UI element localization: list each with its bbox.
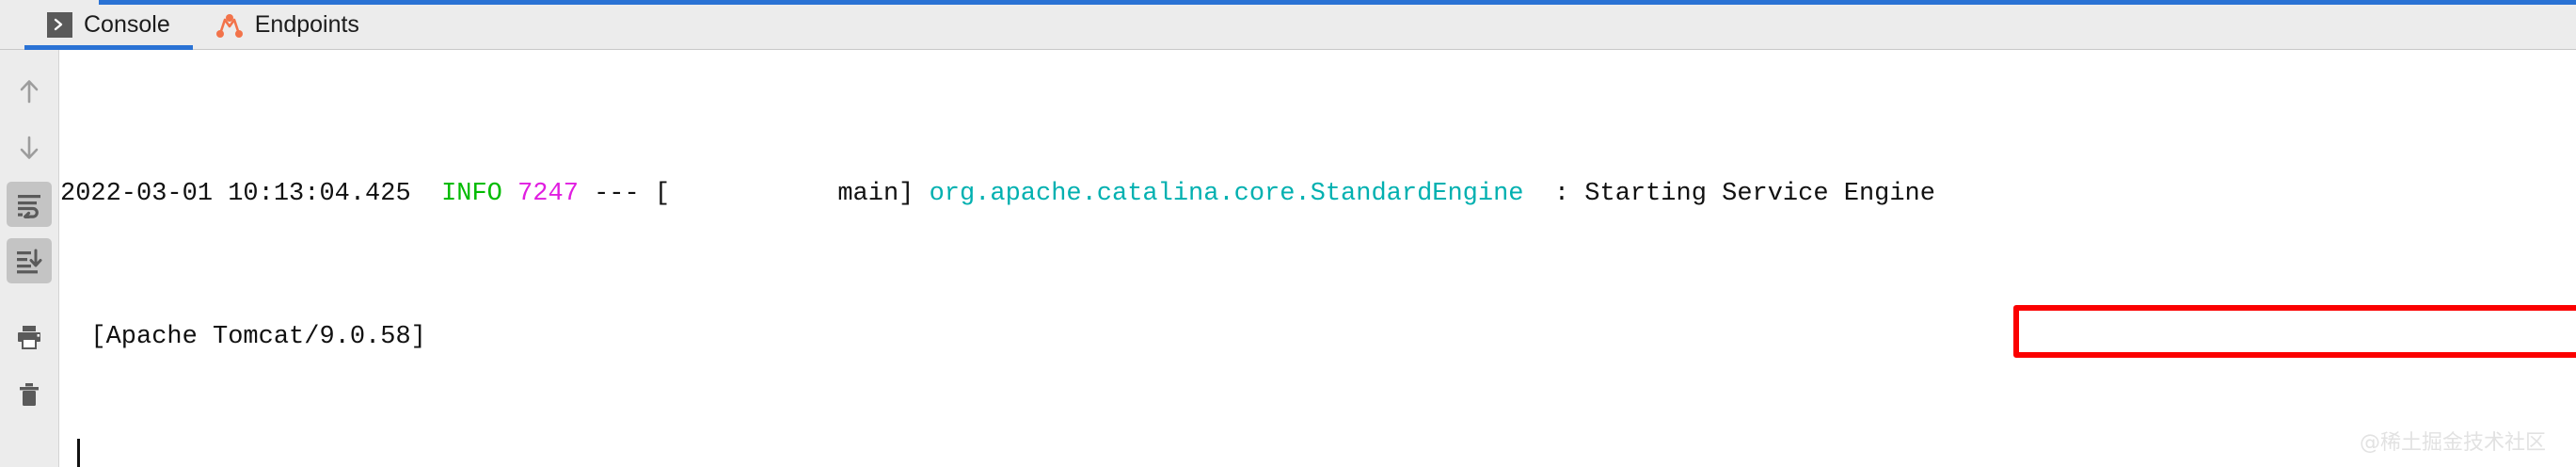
endpoints-graph-icon xyxy=(215,11,244,38)
log-separator: --- [ xyxy=(594,180,671,208)
console-output-area[interactable]: 2022-03-01 10:13:04.425 INFO 7247 --- [ … xyxy=(60,50,2576,467)
log-pid: 7247 xyxy=(517,180,579,208)
tool-window-tabbar: Console Endpoints xyxy=(0,0,2576,50)
console-chevron-icon xyxy=(47,11,72,38)
tab-endpoints[interactable]: Endpoints xyxy=(193,0,382,50)
log-logger: org.apache.catalina.core.StandardEngine xyxy=(929,180,1524,208)
tab-endpoints-label: Endpoints xyxy=(254,10,359,38)
watermark: @稀土掘金技术社区 xyxy=(2359,431,2546,455)
printer-icon[interactable] xyxy=(7,315,52,361)
log-level: INFO xyxy=(441,180,502,208)
log-message: : Starting Service Engine xyxy=(1553,180,1935,208)
log-line: 2022-03-01 10:13:04.425 INFO 7247 --- [ … xyxy=(60,176,2576,212)
console-side-toolbar xyxy=(0,50,59,467)
arrow-up-icon[interactable] xyxy=(7,69,52,114)
log-line-continuation: [Apache Tomcat/9.0.58] xyxy=(60,319,2576,355)
tabbar-accent-line xyxy=(99,0,2576,5)
log-text: 2022-03-01 10:13:04.425 INFO 7247 --- [ … xyxy=(60,50,2576,467)
log-thread: main] xyxy=(670,180,914,208)
tab-console-label: Console xyxy=(84,10,170,38)
soft-wrap-icon[interactable] xyxy=(7,182,52,227)
arrow-down-icon[interactable] xyxy=(7,125,52,170)
trash-icon[interactable] xyxy=(7,372,52,417)
scroll-to-end-icon[interactable] xyxy=(7,238,52,283)
log-continuation-text: [Apache Tomcat/9.0.58] xyxy=(60,323,426,351)
console-caret xyxy=(77,439,80,467)
tab-console[interactable]: Console xyxy=(24,0,193,50)
log-timestamp: 2022-03-01 10:13:04.425 xyxy=(60,180,411,208)
